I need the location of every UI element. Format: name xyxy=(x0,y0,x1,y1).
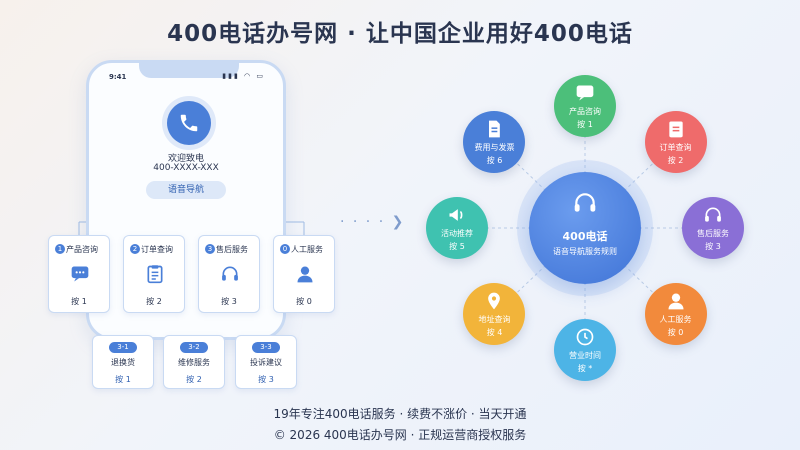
clipboard-icon xyxy=(668,121,683,138)
menu-card-product[interactable]: 1 产品咨询 按 1 xyxy=(48,235,110,313)
node-label: 地址查询 xyxy=(478,314,511,324)
menu-key: 按 2 xyxy=(146,297,162,306)
node-key: 按 4 xyxy=(486,327,503,337)
page-title: 400电话办号网 · 让中国企业用好400电话 xyxy=(167,21,633,47)
status-icons: ▮▮▮ ◠ ▭ xyxy=(222,72,265,80)
sub-badge: 3-3 xyxy=(252,342,280,353)
sub-label: 投诉建议 xyxy=(250,358,282,367)
node-label: 营业时间 xyxy=(569,350,601,360)
menu-num: 0 xyxy=(280,244,290,254)
menu-num: 3 xyxy=(205,244,215,254)
node-label: 活动推荐 xyxy=(441,229,473,238)
menu-card-human[interactable]: 0 人工服务 按 0 xyxy=(273,235,335,313)
menu-num: 2 xyxy=(130,244,140,254)
node-aftersales[interactable]: 售后服务按 3 xyxy=(682,197,744,259)
phone-call-icon xyxy=(167,101,211,145)
node-key: 按 0 xyxy=(667,327,684,337)
node-invoice[interactable]: 费用与发票按 6 xyxy=(463,111,526,174)
node-hours[interactable]: 营业时间按 * xyxy=(554,318,616,381)
sub-key: 按 1 xyxy=(115,375,131,384)
chat-icon xyxy=(71,266,89,282)
sub-label: 维修服务 xyxy=(178,358,210,367)
phone-notch xyxy=(139,60,239,78)
sub-card-repair[interactable]: 3-2 维修服务 按 2 xyxy=(163,335,225,389)
clock-icon xyxy=(576,328,594,345)
footer-copyright: © 2026 400电话办号网 · 正规运营商授权服务 xyxy=(273,428,527,442)
status-time: 9:41 xyxy=(109,73,127,81)
node-label: 售后服务 xyxy=(697,229,729,238)
footer-tagline: 19年专注400电话服务 · 续费不涨价 · 当天开通 xyxy=(273,407,527,421)
phone-number: 400-XXXX-XXX xyxy=(153,163,219,173)
menu-key: 按 1 xyxy=(71,297,87,306)
menu-label: 人工服务 xyxy=(291,245,323,254)
flow-arrow: · · · · ❯ xyxy=(340,214,406,230)
menu-key: 按 3 xyxy=(221,297,237,306)
node-key: 按 6 xyxy=(486,156,503,166)
sub-card-complaint[interactable]: 3-3 投诉建议 按 3 xyxy=(235,335,297,389)
node-label: 人工服务 xyxy=(659,314,692,324)
location-icon xyxy=(488,292,501,310)
document-icon xyxy=(489,120,501,138)
menu-label: 售后服务 xyxy=(216,245,248,254)
node-key: 按 5 xyxy=(449,242,465,251)
hub-circle: 400电话 语音导航服务规则 xyxy=(529,172,641,284)
welcome-text: 欢迎致电 xyxy=(167,154,204,164)
megaphone-icon xyxy=(449,209,463,221)
node-label: 订单查询 xyxy=(659,143,692,153)
sub-badge: 3-2 xyxy=(180,342,208,353)
node-key: 按 1 xyxy=(577,120,593,130)
menu-num: 1 xyxy=(55,244,65,254)
headset-icon xyxy=(222,266,238,281)
node-order[interactable]: 订单查询按 2 xyxy=(644,111,707,174)
node-key: 按 2 xyxy=(667,156,684,166)
node-key: 按 * xyxy=(577,363,593,373)
sub-key: 按 2 xyxy=(186,375,202,384)
sub-card-return[interactable]: 3-1 退换货 按 1 xyxy=(92,335,154,389)
node-label: 产品咨询 xyxy=(569,107,601,117)
menu-key: 按 0 xyxy=(296,297,312,306)
voice-nav-button[interactable]: 语音导航 xyxy=(146,181,226,199)
node-human[interactable]: 人工服务按 0 xyxy=(644,282,707,345)
node-address[interactable]: 地址查询按 4 xyxy=(463,282,526,345)
sub-label: 退换货 xyxy=(111,358,135,367)
menu-card-order[interactable]: 2 订单查询 按 2 xyxy=(123,235,185,313)
node-label: 费用与发票 xyxy=(474,143,515,153)
hub-subtitle: 语音导航服务规则 xyxy=(553,247,617,256)
node-key: 按 3 xyxy=(705,242,721,251)
menu-card-aftersales[interactable]: 3 售后服务 按 3 xyxy=(198,235,260,313)
headset-icon xyxy=(574,193,596,212)
sub-key: 按 3 xyxy=(258,375,274,384)
person-icon xyxy=(297,266,313,283)
headset-icon xyxy=(705,207,721,222)
person-icon xyxy=(668,293,683,310)
clipboard-icon xyxy=(147,265,163,284)
sub-badge: 3-1 xyxy=(109,342,137,353)
node-product[interactable]: 产品咨询按 1 xyxy=(554,75,616,138)
node-promo[interactable]: 活动推荐按 5 xyxy=(426,197,488,259)
hub-title: 400电话 xyxy=(562,230,608,243)
menu-label: 产品咨询 xyxy=(66,245,98,254)
menu-label: 订单查询 xyxy=(141,245,173,254)
chat-icon xyxy=(576,85,594,101)
